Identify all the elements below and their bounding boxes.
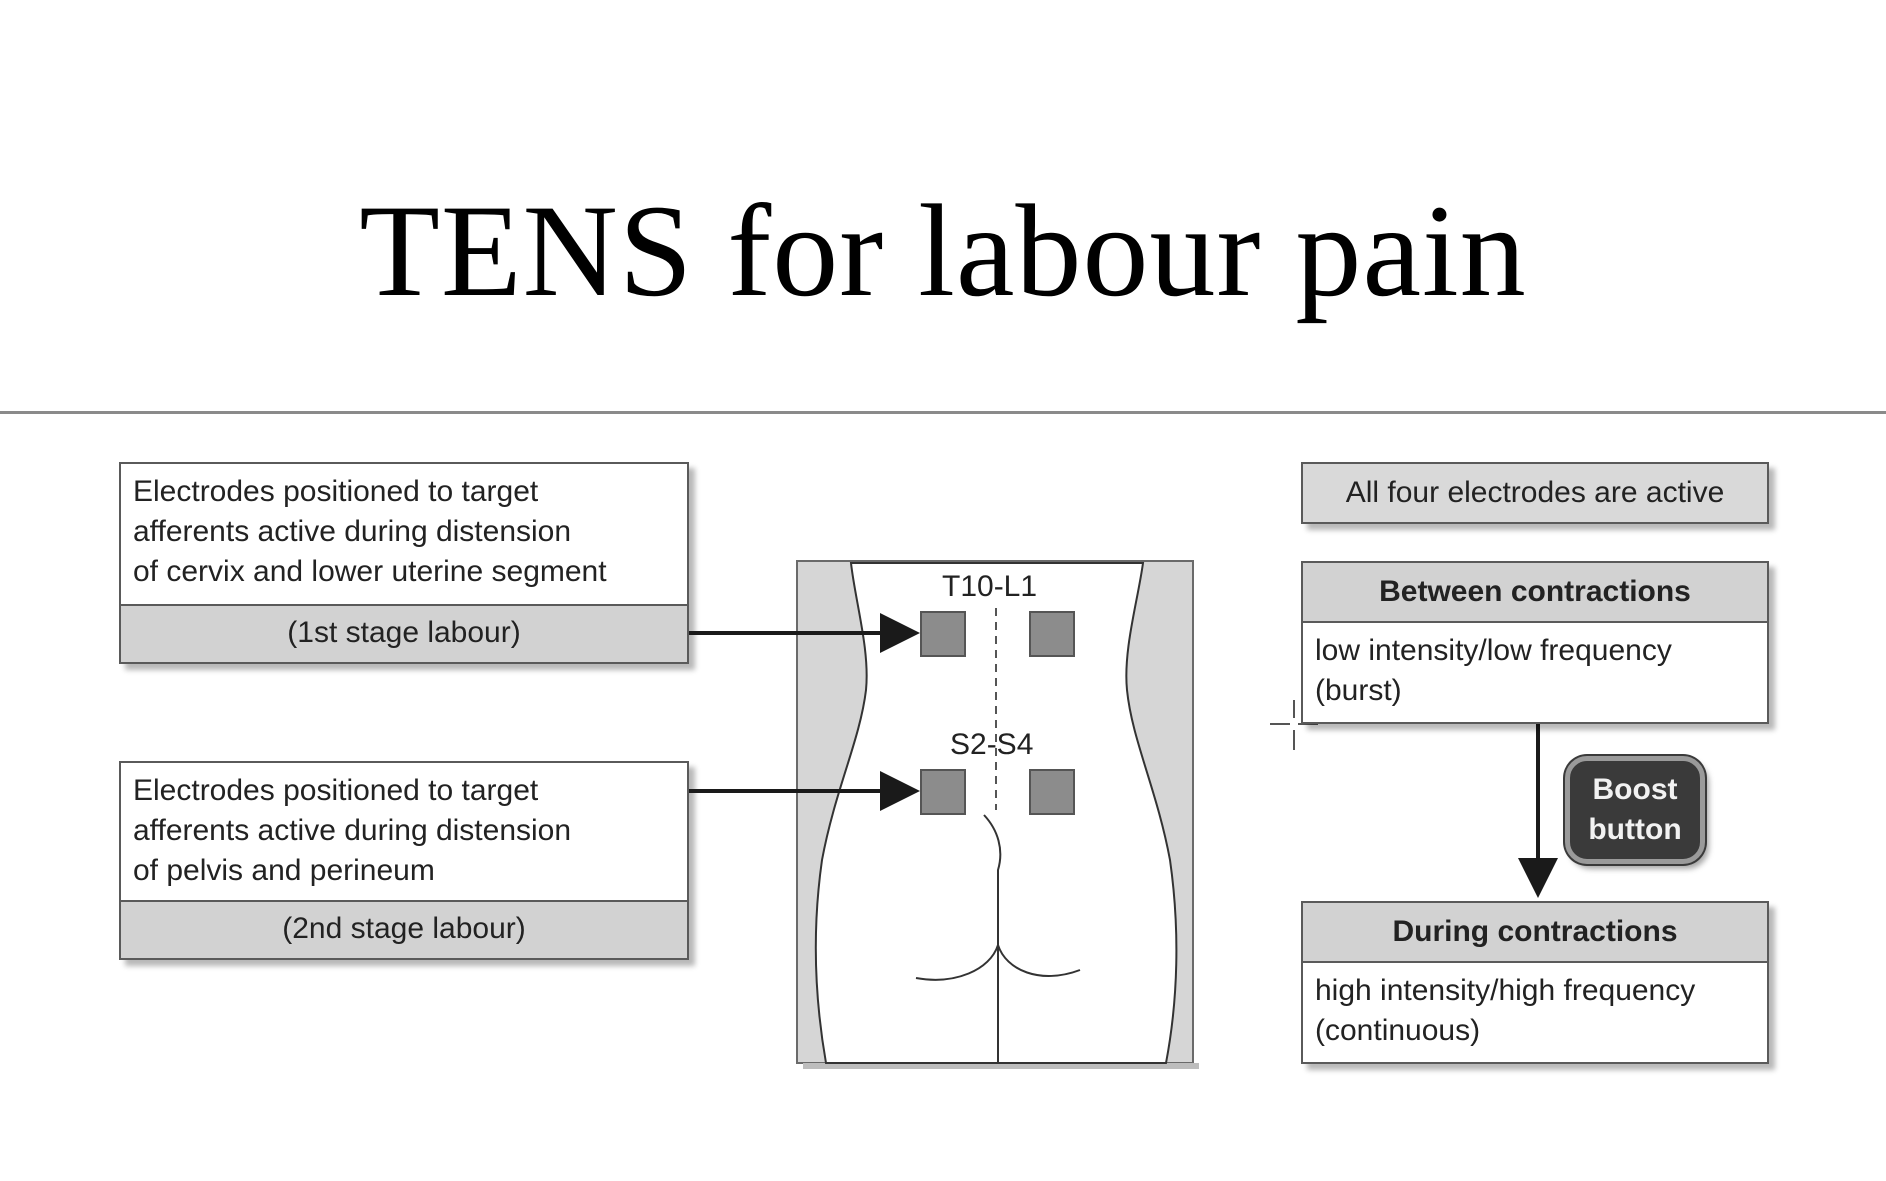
- during-contractions-line: high intensity/high frequency: [1315, 974, 1696, 1007]
- title-divider: [0, 411, 1886, 414]
- first-stage-line: of cervix and lower uterine segment: [133, 555, 607, 588]
- first-stage-description: Electrodes positioned to target afferent…: [121, 464, 687, 592]
- electrode-lower-right: [1029, 769, 1075, 815]
- first-stage-box: Electrodes positioned to target afferent…: [119, 462, 689, 664]
- boost-button: Boost button: [1565, 756, 1705, 864]
- second-stage-line: Electrodes positioned to target: [133, 774, 539, 807]
- between-contractions-heading: Between contractions: [1303, 563, 1767, 623]
- electrode-upper-right: [1029, 611, 1075, 657]
- lower-electrode-label: S2-S4: [950, 728, 1034, 761]
- page-title: TENS for labour pain: [359, 177, 1527, 324]
- first-stage-line: afferents active during distension: [133, 515, 572, 548]
- electrode-lower-left: [920, 769, 966, 815]
- during-contractions-description: high intensity/high frequency (continuou…: [1303, 963, 1767, 1051]
- upper-electrode-label: T10-L1: [942, 570, 1038, 603]
- between-contractions-description: low intensity/low frequency (burst): [1303, 623, 1767, 711]
- during-contractions-heading: During contractions: [1303, 903, 1767, 963]
- electrode-upper-left: [920, 611, 966, 657]
- between-contractions-line: low intensity/low frequency: [1315, 634, 1672, 667]
- second-stage-box: Electrodes positioned to target afferent…: [119, 761, 689, 960]
- during-contractions-box: During contractions high intensity/high …: [1301, 901, 1769, 1064]
- boost-label: button: [1588, 813, 1682, 846]
- between-contractions-line: (burst): [1315, 674, 1402, 707]
- second-stage-label: (2nd stage labour): [121, 900, 687, 958]
- boost-label: Boost: [1592, 773, 1678, 806]
- gluteal-cleft: [983, 814, 1002, 1063]
- first-stage-line: Electrodes positioned to target: [133, 475, 539, 508]
- all-active-box: All four electrodes are active: [1301, 462, 1769, 524]
- between-contractions-box: Between contractions low intensity/low f…: [1301, 561, 1769, 724]
- second-stage-description: Electrodes positioned to target afferent…: [121, 763, 687, 891]
- first-stage-label: (1st stage labour): [121, 604, 687, 662]
- gluteal-fold: [915, 941, 1081, 981]
- crosshair-cursor-icon: [1270, 700, 1318, 750]
- torso-outline: [814, 562, 1178, 1064]
- second-stage-line: of pelvis and perineum: [133, 854, 435, 887]
- second-stage-line: afferents active during distension: [133, 814, 572, 847]
- during-contractions-line: (continuous): [1315, 1014, 1481, 1047]
